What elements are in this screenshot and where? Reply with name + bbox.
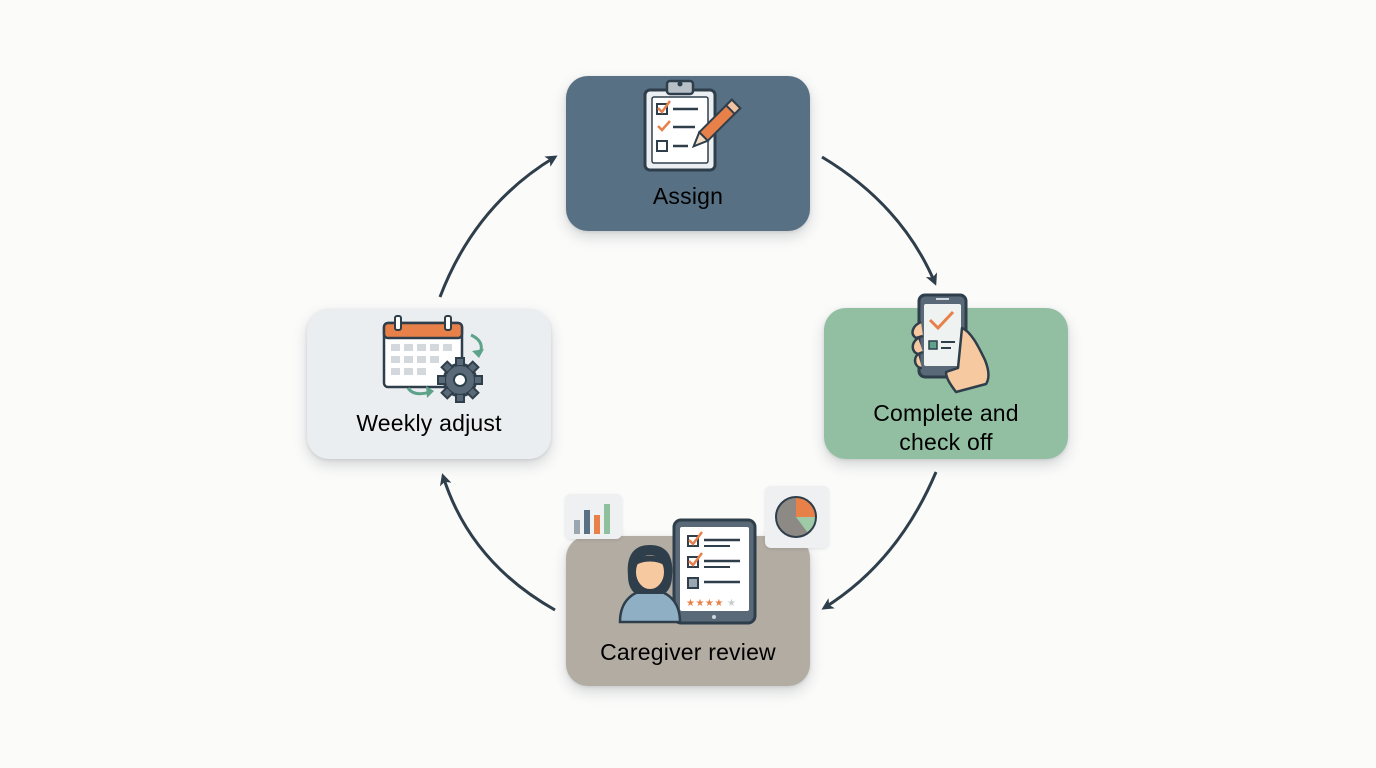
node-weekly-label: Weekly adjust — [356, 410, 502, 436]
bar-chart-icon — [574, 504, 610, 534]
node-review-label: Caregiver review — [600, 639, 776, 665]
pie-chart-icon — [775, 496, 817, 538]
node-complete-label-line-1: Complete and — [873, 400, 1019, 426]
pie-chart-card — [765, 486, 829, 548]
arrow-weekly-to-assign — [438, 155, 558, 298]
arrow-review-to-weekly — [439, 473, 556, 612]
svg-text:★★★★: ★★★★ — [686, 598, 724, 609]
arrow-complete-to-review — [821, 471, 938, 610]
bar-chart-card — [565, 494, 622, 539]
svg-text:★: ★ — [727, 598, 736, 609]
arrow-assign-to-complete — [821, 155, 938, 286]
node-assign-label: Assign — [652, 183, 724, 209]
node-complete-label: Complete and check off — [824, 399, 1068, 457]
node-complete-label-line-2: check off — [899, 429, 993, 455]
